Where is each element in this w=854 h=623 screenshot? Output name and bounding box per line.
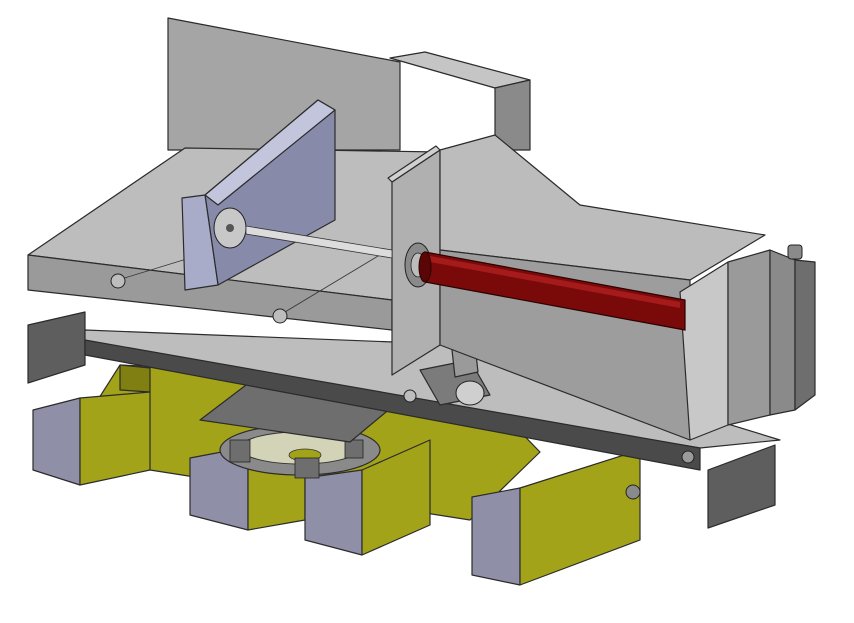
rear-box-side [494,79,531,151]
left-fin-blue [32,397,81,486]
hydraulic-cylinder [404,242,686,331]
rail-roller [681,450,695,464]
end-fin-1 [769,249,796,416]
clamp-right [294,457,320,479]
clamp-left [229,439,251,463]
end-cap-side [727,249,771,426]
motor-end-cap [455,380,485,406]
tray-groove-2 [279,249,389,316]
lip-bolt-left [110,273,126,289]
plate-hub-center [226,224,234,232]
push-plate-face [181,194,219,291]
bearing-clamps [229,439,364,479]
right-fin-yellow [519,449,641,586]
rear-box-top [389,51,531,89]
push-plate-assembly [181,99,393,291]
right-fin-blue [471,487,521,586]
left-fin-yellow [79,391,151,486]
lip-bolt-right [272,308,288,324]
red-rod-highlight [430,256,680,308]
back-left-fin [27,311,86,384]
red-rod-end [418,251,432,283]
mid-fin-yellow [361,439,431,556]
mid-fin-blue [304,469,363,556]
clamp-back [344,439,364,459]
end-fin-2 [794,259,816,411]
push-plate-front [204,99,336,206]
rail-beam-front [84,339,701,471]
yellow-tray-back-wall [119,364,151,393]
side-connector [625,484,641,500]
top-fitting [787,244,803,260]
back-wall [167,17,401,151]
guide-rod [245,225,393,259]
motor-shaft-end [403,389,417,403]
far-right-fin [707,444,776,529]
